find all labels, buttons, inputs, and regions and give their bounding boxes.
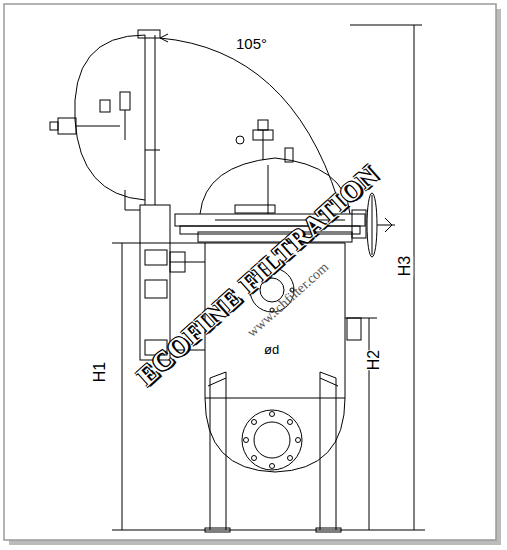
dimension-label: H1 xyxy=(92,362,108,382)
dimension-label: H3 xyxy=(397,256,413,276)
angle-label: 105° xyxy=(236,36,267,51)
dimension-label: H2 xyxy=(366,350,382,370)
diameter-label: ød xyxy=(264,343,279,356)
